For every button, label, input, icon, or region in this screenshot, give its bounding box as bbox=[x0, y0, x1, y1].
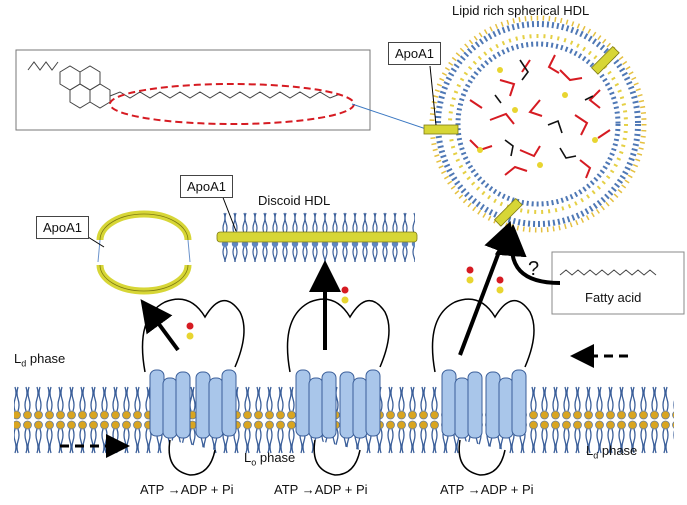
apoa1-left-label: ApoA1 bbox=[36, 216, 90, 239]
spherical-hdl-particle bbox=[429, 15, 647, 233]
discoid-hdl-particle bbox=[216, 212, 418, 262]
apoa1-discoid-pointer bbox=[221, 194, 237, 232]
apoa1-top-label: ApoA1 bbox=[388, 42, 442, 65]
spherical-hdl-label: Lipid rich spherical HDL bbox=[452, 3, 590, 18]
ld-phase-right-label: Ld phase bbox=[586, 443, 638, 461]
transporter-middle bbox=[286, 260, 390, 476]
transporter-left bbox=[140, 298, 245, 476]
ld-phase-left-label: Ld phase bbox=[14, 351, 66, 369]
discoid-hdl-label: Discoid HDL bbox=[258, 193, 331, 208]
fatty-acid-label: Fatty acid bbox=[585, 290, 642, 305]
transporter-right bbox=[431, 221, 535, 476]
fatty-acid-arrow bbox=[494, 224, 561, 285]
atp-equation-3: ATP →ADP + Pi bbox=[440, 482, 534, 497]
apoa1-top-pointer bbox=[429, 65, 437, 126]
free-apoa1-rings bbox=[87, 210, 192, 295]
lo-phase-label: Lo phase bbox=[244, 450, 296, 468]
fatty-acid-structure bbox=[551, 251, 685, 315]
atp-equation-1: ATP →ADP + Pi bbox=[140, 482, 234, 497]
apoa1-band-left bbox=[423, 124, 459, 135]
apoa1-discoid-label: ApoA1 bbox=[180, 175, 234, 198]
cholesterol-ester-structure bbox=[15, 49, 371, 131]
atp-equation-2: ATP →ADP + Pi bbox=[274, 482, 368, 497]
ester-highlight-ellipse bbox=[109, 83, 355, 125]
apoa1-band-top bbox=[590, 45, 620, 75]
question-mark: ? bbox=[528, 258, 540, 280]
